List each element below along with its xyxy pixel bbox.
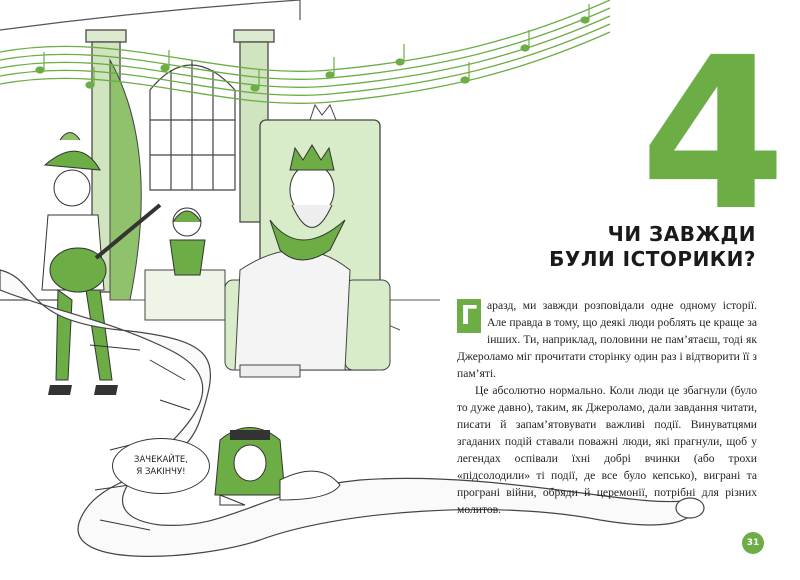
speech-bubble-line-2: Я ЗАКІНЧУ! [136,467,186,477]
chapter-title-line-2: БУЛИ ІСТОРИКИ? [549,247,756,271]
curtain [109,58,142,301]
paragraph-2: Це абсолютно нормально. Коли люди це зба… [457,384,757,516]
sphinx-icon [214,427,341,506]
chapter-title: ЧИ ЗАВЖДИ БУЛИ ІСТОРИКИ? [520,222,756,272]
speech-bubble-line-1: ЗАЧЕКАЙТЕ, [134,455,188,465]
speech-bubble: ЗАЧЕКАЙТЕ, Я ЗАКІНЧУ! [112,438,210,494]
musician-icon [41,132,162,395]
paragraph-1-text: аразд, ми завжди розповідали одне одному… [457,299,757,380]
chapter-title-line-1: ЧИ ЗАВЖДИ [607,222,756,246]
scribe-icon [144,207,226,321]
drop-cap: Г [457,299,481,333]
music-notes [35,4,590,92]
king-icon [224,103,391,378]
chapter-number: 4 [640,12,786,257]
page-number: 31 [742,532,764,554]
